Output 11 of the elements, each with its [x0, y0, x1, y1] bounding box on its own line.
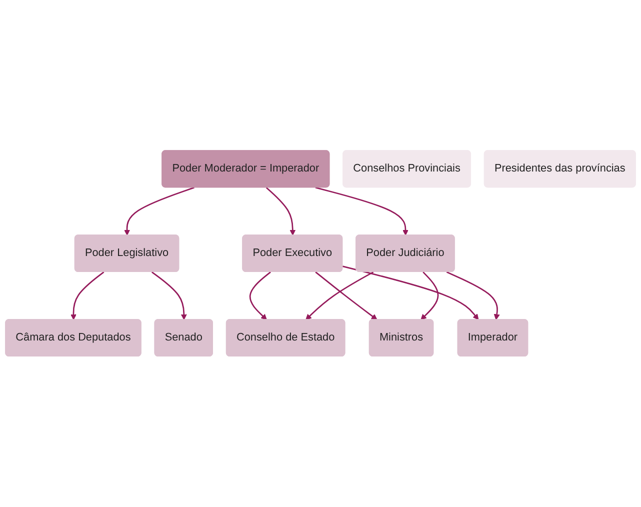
arrow — [266, 187, 296, 236]
arrow — [315, 272, 378, 320]
arrow — [315, 187, 408, 236]
arrow — [446, 272, 500, 320]
arrow — [249, 272, 271, 320]
arrow — [306, 272, 374, 320]
arrow — [124, 187, 194, 236]
arrow — [70, 272, 104, 320]
arrow — [420, 272, 439, 320]
arrow — [342, 266, 479, 320]
arrow — [151, 272, 187, 320]
